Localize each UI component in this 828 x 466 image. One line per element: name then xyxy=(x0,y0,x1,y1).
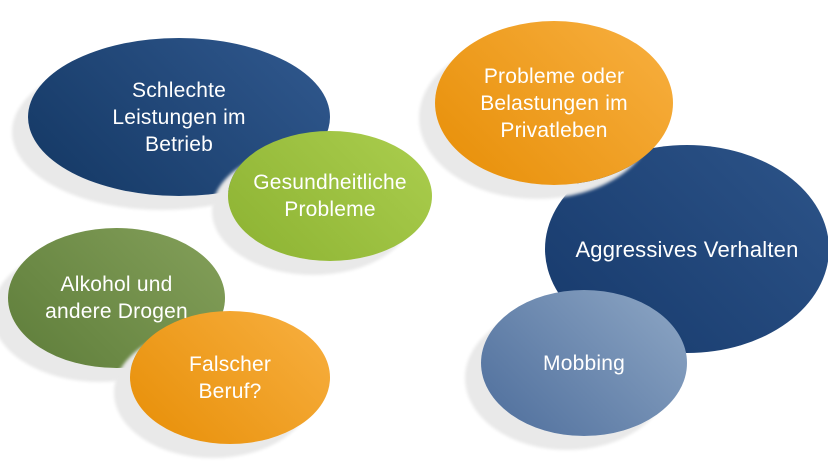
bubble-text-line: Falscher xyxy=(188,352,272,376)
bubble-text-line: Mobbing xyxy=(543,351,625,375)
bubble-text-line: Probleme oder xyxy=(483,64,625,88)
bubble-text-line: andere Drogen xyxy=(45,300,188,323)
bubble-mobbing: Mobbing xyxy=(481,290,687,436)
bubble-text-line: Leistungen im xyxy=(112,105,246,129)
bubble-text-line: Beruf? xyxy=(198,379,262,403)
bubble-falscher-beruf: Falscher Beruf? xyxy=(130,311,330,444)
bubble-probleme-oder-belastungen-im-privatleben: Probleme oder Belastungen im Privatleben xyxy=(435,21,673,185)
bubble-schlechte-leistungen-im-betrieb: Schlechte Leistungen im Betrieb xyxy=(28,38,330,196)
bubble-text-line: Gesundheitliche xyxy=(253,171,407,194)
bubble-text-line: Probleme xyxy=(284,198,376,221)
bubble-text-line: Betrieb xyxy=(145,132,213,156)
bubble-text-line: Alkohol und xyxy=(60,273,173,296)
bubble-gesundheitliche-probleme: Gesundheitliche Probleme xyxy=(228,131,432,261)
bubble-alkohol-und-andere-drogen: Alkohol und andere Drogen xyxy=(8,228,225,368)
bubble-text-line: Belastungen im xyxy=(480,91,628,115)
bubble-text-line: Aggressives Verhalten xyxy=(575,236,799,262)
bubble-text-line: Schlechte xyxy=(131,78,227,102)
bubble-text-line: Privatleben xyxy=(500,118,608,142)
